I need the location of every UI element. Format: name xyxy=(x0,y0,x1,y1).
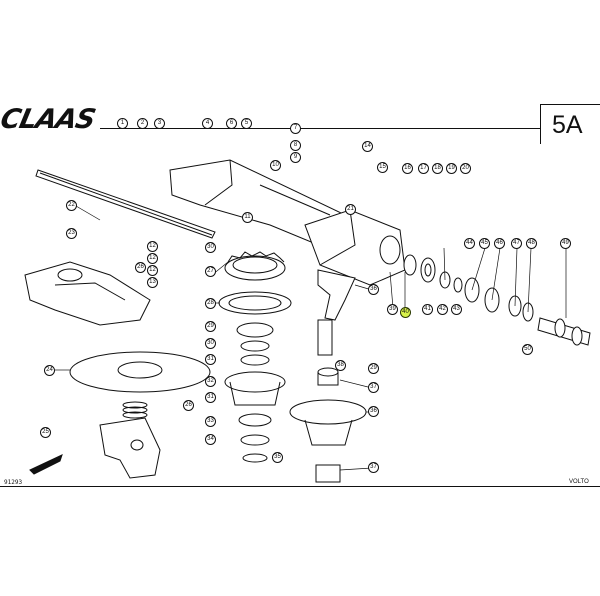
callout-9: 9 xyxy=(290,152,301,163)
callout-43: 43 xyxy=(451,304,462,315)
callout-27: 27 xyxy=(205,266,216,277)
callout-50: 50 xyxy=(522,344,533,355)
callout-10: 10 xyxy=(270,160,281,171)
callout-22: 22 xyxy=(66,200,77,211)
callout-12b: 12 xyxy=(147,253,158,264)
callout-30b: 30 xyxy=(205,242,216,253)
callout-36b: 36 xyxy=(368,406,379,417)
callout-17: 17 xyxy=(418,163,429,174)
callout-39: 39 xyxy=(387,304,398,315)
callout-3: 3 xyxy=(154,118,165,129)
callout-46: 46 xyxy=(494,238,505,249)
callout-15: 15 xyxy=(377,162,388,173)
cutter-bar-housing xyxy=(24,261,151,326)
callout-12c: 12 xyxy=(147,265,158,276)
callout-49: 49 xyxy=(560,238,571,249)
callout-33: 33 xyxy=(205,416,216,427)
callout-16: 16 xyxy=(402,163,413,174)
callout-41: 41 xyxy=(422,304,433,315)
callout-29: 29 xyxy=(205,321,216,332)
callout-23: 23 xyxy=(66,228,77,239)
callout-8: 8 xyxy=(290,140,301,151)
page-id: 5A xyxy=(552,111,583,139)
callout-36: 36 xyxy=(368,284,379,295)
callout-1: 1 xyxy=(117,118,128,129)
header-rule xyxy=(100,128,540,129)
crank-arm xyxy=(317,269,356,356)
drive-rod xyxy=(35,169,216,239)
drive-shaft xyxy=(537,317,591,346)
callout-24: 24 xyxy=(44,365,55,376)
callout-5: 5 xyxy=(241,118,252,129)
cutting-disc xyxy=(69,351,211,393)
direction-arrow xyxy=(29,454,63,475)
bevel-gear xyxy=(224,251,286,281)
page-id-box-left xyxy=(540,104,541,144)
callout-38: 38 xyxy=(335,360,346,371)
callout-31b: 31 xyxy=(205,392,216,403)
callout-11: 11 xyxy=(242,212,253,223)
callout-47: 47 xyxy=(511,238,522,249)
callout-19: 19 xyxy=(446,163,457,174)
callout-37b: 37 xyxy=(368,462,379,473)
manufacturer-label: VOLTO xyxy=(569,479,589,485)
callout-48: 48 xyxy=(526,238,537,249)
bearing-column xyxy=(218,291,292,463)
callout-21: 21 xyxy=(345,204,356,215)
callout-12: 12 xyxy=(147,241,158,252)
callout-31: 31 xyxy=(205,354,216,365)
callout-30: 30 xyxy=(205,338,216,349)
callout-28: 28 xyxy=(205,298,216,309)
callout-26: 26 xyxy=(183,400,194,411)
callout-4: 4 xyxy=(202,118,213,129)
spring xyxy=(122,401,148,419)
callout-35: 35 xyxy=(272,452,283,463)
callout-29b: 29 xyxy=(368,363,379,374)
callout-7: 7 xyxy=(290,123,301,134)
callout-40-highlighted: 40 xyxy=(400,307,411,318)
callout-2: 2 xyxy=(137,118,148,129)
callout-26b: 26 xyxy=(135,262,146,273)
rotor-hub xyxy=(289,367,367,483)
callout-32: 32 xyxy=(205,376,216,387)
footer-rule xyxy=(0,486,600,487)
callout-18: 18 xyxy=(432,163,443,174)
drawing-number: 91293 xyxy=(4,479,23,486)
callout-44: 44 xyxy=(464,238,475,249)
callout-20: 20 xyxy=(460,163,471,174)
page-id-box-top xyxy=(540,104,600,105)
callout-42: 42 xyxy=(437,304,448,315)
callout-14: 14 xyxy=(362,141,373,152)
callout-45: 45 xyxy=(479,238,490,249)
callout-37: 37 xyxy=(368,382,379,393)
callout-34: 34 xyxy=(205,434,216,445)
callout-6: 6 xyxy=(226,118,237,129)
callout-13: 13 xyxy=(147,277,158,288)
callout-25: 25 xyxy=(40,427,51,438)
skid-bracket xyxy=(99,417,161,479)
